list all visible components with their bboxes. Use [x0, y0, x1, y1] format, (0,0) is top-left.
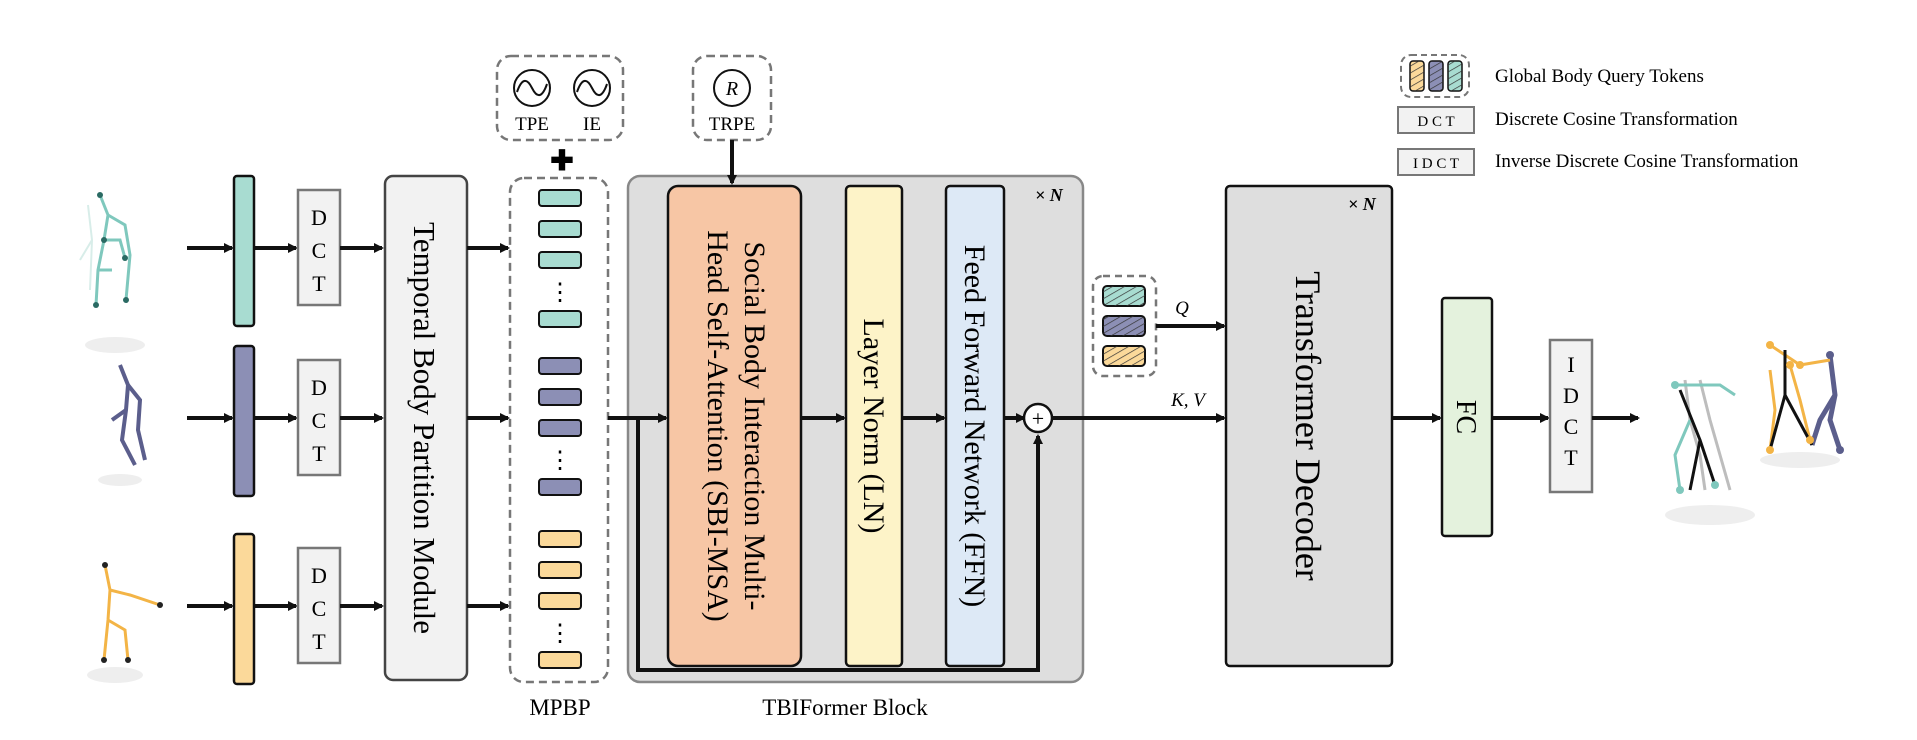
sine-wave-icon	[513, 69, 551, 107]
legend-query-text: Global Body Query Tokens	[1495, 66, 1704, 87]
yellow-token	[538, 592, 582, 610]
svg-text:T: T	[312, 271, 326, 296]
input-skeleton-teal	[79, 192, 145, 353]
svg-text:C: C	[312, 408, 327, 433]
navy-token	[538, 419, 582, 437]
teal-token	[538, 251, 582, 269]
navy-token	[538, 388, 582, 406]
query-tokens	[1091, 274, 1158, 378]
navy-token	[538, 478, 582, 496]
input-row-2	[187, 344, 298, 498]
svg-text:T: T	[1564, 445, 1578, 470]
kv-label: K, V	[1170, 390, 1207, 411]
legend: Global Body Query Tokens D C T Discrete …	[1397, 54, 1799, 176]
mpbp-token-column: ⋮ ⋮ ⋮	[508, 176, 610, 684]
svg-text:I: I	[1567, 352, 1574, 377]
fc-label: FC	[1450, 400, 1481, 434]
input-skeleton-yellow	[87, 562, 163, 683]
mpbp-label: MPBP	[529, 695, 590, 720]
yellow-ellipsis: ⋮	[548, 621, 572, 647]
transformer-decoder-label: Transformer Decoder	[1288, 271, 1328, 581]
input-row-1	[187, 174, 298, 328]
teal-token	[538, 189, 582, 207]
teal-token	[538, 310, 582, 328]
legend-dct-text: Discrete Cosine Transformation	[1495, 109, 1738, 130]
legend-query-tokens: Global Body Query Tokens	[1400, 54, 1704, 98]
ffn-block: Feed Forward Network (FFN)	[944, 184, 1006, 668]
navy-ellipsis: ⋮	[548, 448, 572, 474]
svg-text:T: T	[312, 629, 326, 654]
dct-box-3: D C T	[296, 546, 342, 665]
navy-feature-bar	[232, 344, 256, 498]
svg-text:D: D	[311, 563, 327, 588]
legend-dct: D C T Discrete Cosine Transformation	[1397, 106, 1738, 134]
input-skeleton-navy	[98, 364, 147, 486]
yellow-token	[538, 561, 582, 579]
temporal-body-partition-module: Temporal Body Partition Module	[383, 174, 469, 682]
q-label: Q	[1175, 298, 1189, 319]
transformer-decoder: × N Transformer Decoder	[1224, 184, 1394, 668]
residual-connection	[636, 418, 1043, 672]
teal-token	[538, 220, 582, 238]
teal-feature-bar	[232, 174, 256, 328]
idct-box: I D C T	[1548, 338, 1594, 494]
decoder-repeat-label: × N	[1348, 194, 1377, 214]
dct-box-2: D C T	[296, 358, 342, 477]
svg-text:C: C	[1564, 414, 1579, 439]
sbi-label-line2: Head Self-Attention (SBI-MSA)	[701, 230, 734, 622]
yellow-feature-bar	[232, 532, 256, 686]
svg-text:D: D	[1563, 383, 1579, 408]
navy-token	[538, 357, 582, 375]
legend-dct-box-text: D C T	[1417, 114, 1454, 130]
output-skeletons	[1665, 341, 1844, 525]
trpe-box: R TRPE	[691, 54, 773, 142]
r-circle-icon	[713, 69, 751, 107]
yellow-token	[538, 651, 582, 669]
sine-wave-icon	[573, 69, 611, 107]
legend-idct: I D C T Inverse Discrete Cosine Transfor…	[1397, 148, 1799, 176]
plus-icon: ✚	[550, 146, 573, 177]
positional-encoding-box: TPE IE	[495, 54, 625, 142]
layer-norm-label: Layer Norm (LN)	[857, 319, 890, 534]
layer-norm-block: Layer Norm (LN)	[844, 184, 904, 668]
add-symbol: +	[1032, 406, 1044, 431]
sbi-label-line1: Social Body Interaction Multi-	[738, 241, 771, 610]
input-row-3	[187, 532, 298, 686]
fc-block: FC	[1440, 296, 1494, 538]
teal-ellipsis: ⋮	[548, 280, 572, 306]
trpe-label: TRPE	[709, 114, 755, 135]
r-symbol: R	[725, 78, 738, 100]
legend-idct-box-text: I D C T	[1413, 156, 1459, 172]
svg-text:T: T	[312, 441, 326, 466]
sbi-msa-block: Social Body Interaction Multi- Head Self…	[666, 184, 803, 668]
ffn-label: Feed Forward Network (FFN)	[958, 245, 991, 607]
temporal-module-label: Temporal Body Partition Module	[407, 222, 442, 634]
svg-text:C: C	[312, 596, 327, 621]
svg-text:D: D	[311, 375, 327, 400]
residual-add-node: +	[1022, 402, 1054, 434]
svg-text:C: C	[312, 238, 327, 263]
tpe-label: TPE	[515, 114, 549, 135]
dct-box-1: D C T	[296, 188, 342, 307]
tbiformer-repeat-label: × N	[1035, 185, 1064, 205]
legend-idct-text: Inverse Discrete Cosine Transformation	[1495, 151, 1799, 172]
ie-label: IE	[583, 114, 601, 135]
tbiformer-block-label: TBIFormer Block	[762, 695, 928, 720]
yellow-token	[538, 530, 582, 548]
svg-text:D: D	[311, 205, 327, 230]
